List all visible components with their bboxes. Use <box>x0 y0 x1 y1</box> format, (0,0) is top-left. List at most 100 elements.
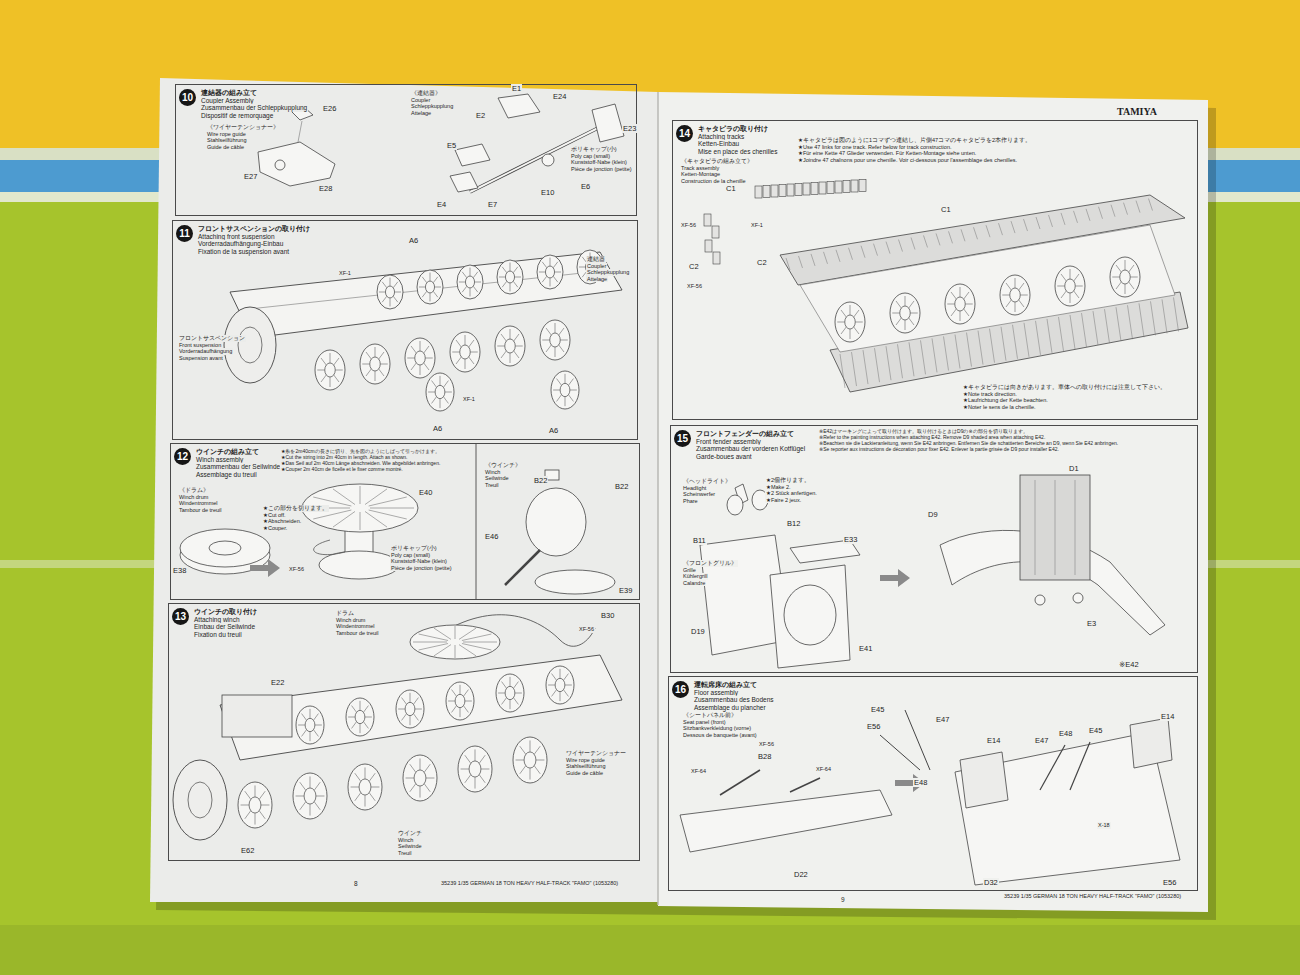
track-link <box>779 185 786 197</box>
wheel-spoke <box>420 758 421 770</box>
wheel-spoke <box>475 282 482 283</box>
wheel-hub <box>465 276 474 288</box>
step-title: Floor assembly <box>693 689 739 697</box>
wheel-hub <box>505 686 515 699</box>
part-label: D22 <box>793 870 809 879</box>
track-link <box>999 223 1003 235</box>
track-link <box>713 252 720 264</box>
wheel-spoke <box>426 778 435 779</box>
drum-spoke <box>369 497 407 506</box>
callout-text: Tambour de treuil <box>335 630 380 637</box>
wheel-spoke <box>245 811 251 819</box>
wheel-spoke <box>513 698 518 705</box>
callout-text: Attelage <box>586 276 608 283</box>
track-link <box>1162 299 1167 333</box>
wheel-spoke <box>465 775 471 783</box>
drum-spoke <box>434 628 451 639</box>
step-title-ja: キャタピラの取り付け <box>697 125 769 133</box>
wheel-spoke <box>443 381 448 388</box>
wheel-spoke <box>1075 286 1083 287</box>
wheel-spoke <box>410 784 416 792</box>
step-number: 15 <box>674 430 691 447</box>
part-label: E7 <box>487 200 498 209</box>
track-link <box>974 227 978 239</box>
track-link <box>1049 215 1053 227</box>
part-drawing <box>455 144 490 166</box>
wheel-spoke <box>475 777 476 789</box>
track-link <box>1001 327 1006 361</box>
wheel-spoke <box>375 371 376 381</box>
step-number: 10 <box>179 89 196 106</box>
part-drawing <box>592 104 624 142</box>
step-arrow <box>250 559 280 577</box>
part-label: E40 <box>418 488 433 497</box>
step-number-text: 13 <box>172 608 189 625</box>
wheel-spoke <box>465 359 466 369</box>
part-label: E48 <box>1058 729 1073 738</box>
wheel-spoke <box>330 377 331 387</box>
wheel-spoke <box>298 725 305 726</box>
road-wheel <box>497 260 523 294</box>
wheel-spoke <box>382 296 387 302</box>
wheel-hub <box>1010 288 1021 302</box>
road-wheel <box>405 338 435 378</box>
track-link <box>755 186 762 198</box>
wheel-spoke <box>552 690 557 697</box>
track-link <box>932 338 937 372</box>
track-link <box>819 182 826 194</box>
track-link <box>1070 315 1075 349</box>
wheel-spoke <box>553 276 558 282</box>
wheel-hub <box>845 315 856 329</box>
wheel-spoke <box>513 267 518 273</box>
road-wheel <box>293 773 327 819</box>
part-label: X-18 <box>1097 822 1111 829</box>
wheel-spoke <box>579 267 586 268</box>
drum-spoke <box>360 486 361 504</box>
drum-drawing <box>180 529 270 567</box>
wheel-spoke <box>1125 284 1126 294</box>
wheel-hub <box>550 333 561 347</box>
track-link <box>1036 321 1041 355</box>
wheel-spoke <box>497 346 505 347</box>
track-link <box>795 184 802 196</box>
wheel-spoke <box>1019 283 1024 290</box>
step-title: Fixation du treuil <box>193 631 243 639</box>
part-label: A6 <box>432 424 443 433</box>
wheel-spoke <box>314 802 320 810</box>
spine <box>657 92 659 905</box>
wheel-hub <box>955 297 966 311</box>
wheel-spoke <box>402 714 407 721</box>
wheel-spoke <box>461 769 470 770</box>
wheel-spoke <box>565 397 566 407</box>
part-label: B11 <box>692 536 707 545</box>
part-label: XF-1 <box>338 270 352 277</box>
wheel-spoke <box>513 281 518 287</box>
wheel-spoke <box>362 364 370 365</box>
track-link <box>704 214 711 226</box>
wheel-spoke <box>909 318 914 325</box>
part-drawing <box>498 94 540 118</box>
drum-spoke <box>455 626 456 639</box>
track-link <box>1047 319 1052 353</box>
part-drawing <box>275 160 285 170</box>
wheel-spoke <box>348 717 355 718</box>
wheel-spoke <box>302 714 307 721</box>
step-number: 12 <box>174 448 191 465</box>
step-panel: フロントサスペンションの取り付けAttaching front suspensi… <box>172 220 638 440</box>
radiator-drawing <box>1075 480 1076 575</box>
wheel-spoke <box>1061 291 1066 298</box>
wheel-spoke <box>550 278 551 287</box>
part-label: E45 <box>870 705 885 714</box>
wheel-hub <box>505 271 514 283</box>
wheel-spoke <box>352 722 357 729</box>
road-wheel <box>360 344 390 384</box>
step-panel: 連結器の組み立てCoupler AssemblyZusammenbau der … <box>175 84 637 216</box>
wheel-spoke <box>548 685 555 686</box>
part-label: E48 <box>913 778 928 787</box>
wheel-spoke <box>360 724 361 734</box>
wheel-spoke <box>905 320 906 330</box>
booklet-page <box>150 78 658 902</box>
track-link <box>886 346 891 380</box>
wheel-spoke <box>379 352 384 359</box>
